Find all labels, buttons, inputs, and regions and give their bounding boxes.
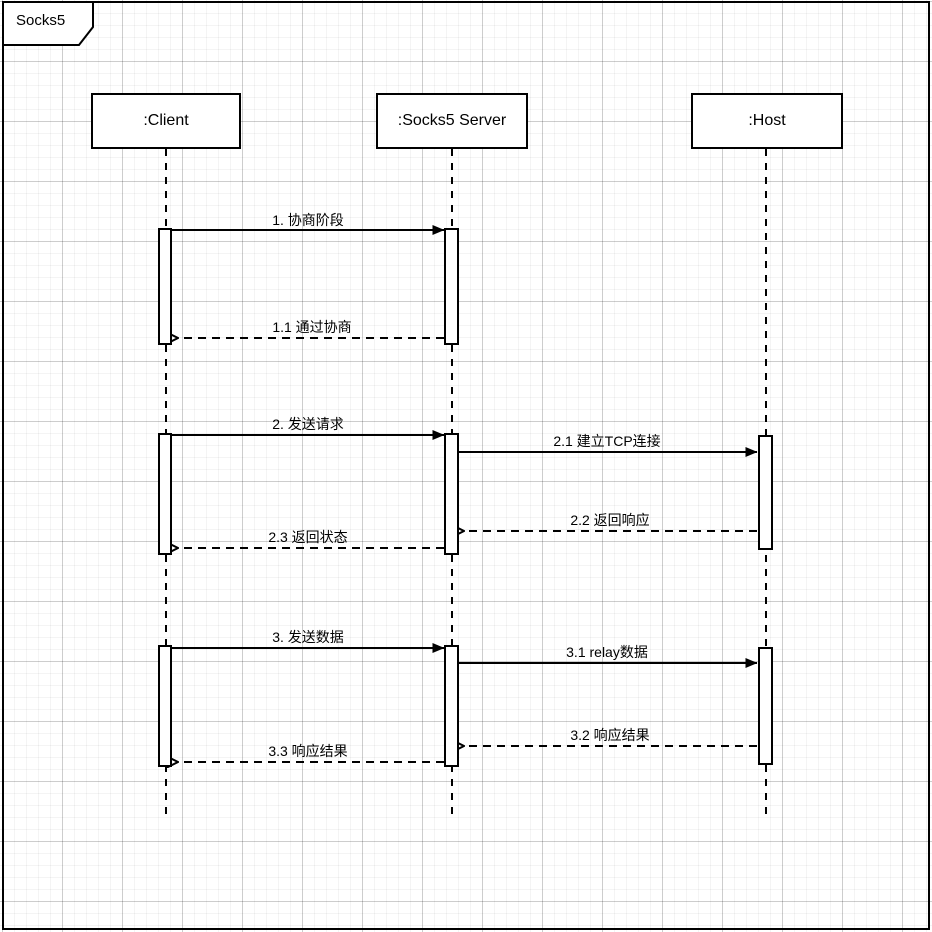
lifeline-header-host[interactable]: :Host [691, 93, 843, 149]
activation-bar-server-2[interactable] [444, 433, 459, 555]
message-label-m2_2: 2.2 返回响应 [570, 512, 650, 528]
message-label-m2_1: 2.1 建立TCP连接 [553, 433, 661, 449]
activation-bar-host-3[interactable] [758, 647, 773, 765]
lifeline-label-host: :Host [748, 112, 786, 129]
activation-bar-server-3[interactable] [444, 645, 459, 767]
activation-bar-client-1[interactable] [158, 228, 172, 345]
frame-label-text: Socks5 [16, 12, 66, 29]
message-label-m1: 1. 协商阶段 [272, 212, 344, 228]
frame-tab-shape [2, 1, 94, 46]
activation-bar-server-1[interactable] [444, 228, 459, 345]
lifeline-label-server: :Socks5 Server [397, 112, 507, 129]
message-label-m2: 2. 发送请求 [272, 416, 344, 432]
activation-bar-client-3[interactable] [158, 645, 172, 767]
activation-bar-host-2[interactable] [758, 435, 773, 550]
lifeline-header-server[interactable]: :Socks5 Server [376, 93, 528, 149]
message-label-m1_1: 1.1 通过协商 [272, 319, 352, 335]
activation-bar-client-2[interactable] [158, 433, 172, 555]
message-label-m3_2: 3.2 响应结果 [570, 727, 650, 743]
message-label-m2_3: 2.3 返回状态 [268, 529, 348, 545]
message-label-m3: 3. 发送数据 [272, 629, 344, 645]
frame-label-tab: Socks5 [2, 1, 98, 47]
lifeline-header-client[interactable]: :Client [91, 93, 241, 149]
message-label-m3_1: 3.1 relay数据 [566, 644, 648, 660]
lifeline-label-client: :Client [143, 112, 189, 129]
message-label-m3_3: 3.3 响应结果 [268, 743, 348, 759]
